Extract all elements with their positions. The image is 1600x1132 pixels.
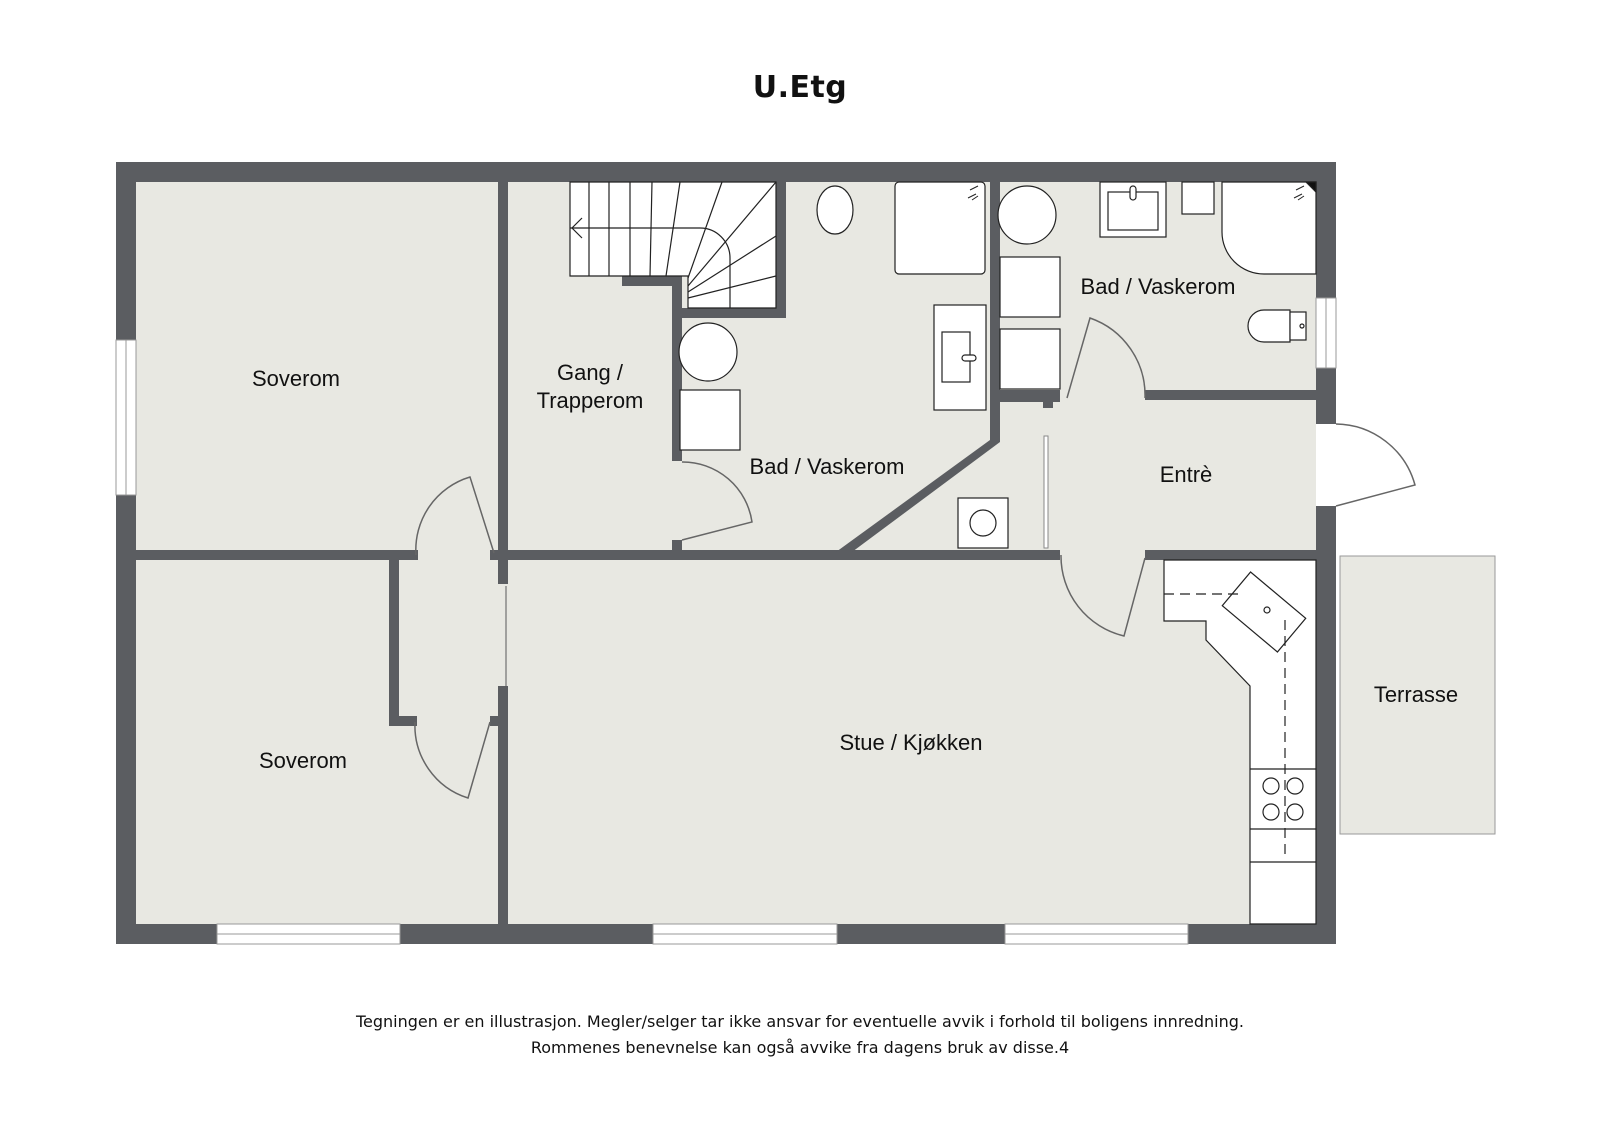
room-label-terrasse: Terrasse [1374,682,1458,707]
shower-icon [894,181,986,275]
washing-machine-icon [997,185,1057,245]
bath2-door-opening [1060,390,1145,402]
toilet-icon [816,185,854,235]
closet-opening [498,584,508,686]
bath2-door-swing[interactable] [1066,317,1146,399]
room-label-bad-vaskerom-2: Bad / Vaskerom [1081,274,1236,299]
staircase [569,181,777,309]
cabinet-icon [999,328,1061,390]
disclaimer-line-1: Tegningen er en illustrasjon. Megler/sel… [355,1012,1245,1031]
stove-burner-icon [1262,803,1280,821]
toilet-icon [1247,309,1291,343]
room-label-entre: Entrè [1160,462,1213,487]
stove-burner-icon [1286,777,1304,795]
bath2-fixtures [997,181,1317,390]
entry-door-swing[interactable] [1335,423,1416,507]
stove-burner-icon [1262,777,1280,795]
kitchen [1163,559,1317,925]
stove-burner-icon [1286,803,1304,821]
cabinet-icon [999,256,1061,318]
washing-machine-icon [678,322,738,382]
bath1-door-swing[interactable] [681,461,753,541]
bedroom2-door-swing[interactable] [414,721,491,799]
interior-walls [136,182,1316,924]
room-label-gang-line2: Trapperom [537,388,644,413]
entry-door-opening [1316,424,1338,506]
windows [115,297,1337,945]
bedroom1-door-swing[interactable] [415,476,495,556]
room-label-gang-line1: Gang / [557,360,624,385]
disclaimer-line-2: Rommenes benevnelse kan også avvike fra … [530,1038,1070,1057]
room-label-bad-vaskerom-1: Bad / Vaskerom [750,454,905,479]
bath1-fixtures [678,181,987,451]
stair-direction-arrow-icon [571,217,583,239]
floor-title: U.Etg [752,70,848,105]
room-label-soverom-2: Soverom [259,748,347,773]
living-door-swing[interactable] [1060,554,1146,637]
bedroom2-door-opening [417,716,490,726]
room-label-stue-kjokken: Stue / Kjøkken [839,730,982,755]
washer-drum-icon [969,509,997,537]
sliding-door[interactable] [1043,435,1049,549]
bath1-door-opening [672,461,682,540]
room-label-soverom-1: Soverom [252,366,340,391]
bedroom1-door-opening [418,550,490,560]
living-door-opening [1060,550,1145,560]
shower-icon [1221,181,1317,275]
cabinet-icon [1181,181,1215,215]
terrasse-area [1339,555,1496,835]
dryer-icon [679,389,741,451]
kitchen-sink-icon [1221,571,1307,653]
